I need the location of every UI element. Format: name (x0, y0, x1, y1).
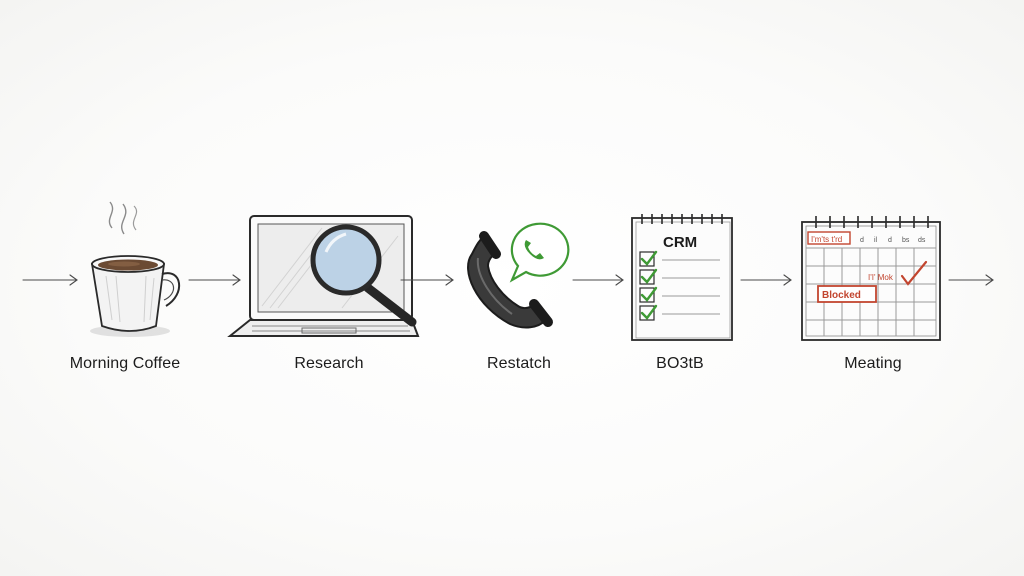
calendar-blocked-tag: Blocked (822, 290, 861, 301)
step-label-bo3tb: BO3tB (656, 355, 704, 372)
step-research (222, 196, 424, 386)
crm-notepad-title: CRM (663, 234, 697, 251)
crm-checklist-icon: CRM (631, 214, 733, 341)
flow-arrow-2 (400, 274, 454, 286)
svg-text:d: d (888, 237, 892, 244)
svg-text:il: il (874, 237, 878, 244)
phone-chat-icon (467, 222, 570, 329)
laptop-magnifier-icon (227, 215, 420, 337)
flow-arrow-5 (948, 274, 994, 286)
calendar-note-top: I'm'ts t'rd (811, 235, 842, 244)
step-label-meating: Meating (844, 355, 902, 372)
calendar-icon: I'm'ts t'rd d il d bs ds Blocked I'I' Mok (801, 216, 941, 341)
flow-arrow-3 (572, 274, 624, 286)
step-morning-coffee (82, 196, 188, 386)
step-restatch (462, 196, 572, 386)
flow-arrow-4 (740, 274, 792, 286)
calendar-note-mid: I'I' Mok (868, 273, 894, 282)
step-label-research: Research (294, 355, 364, 372)
step-crm: CRM (628, 196, 736, 386)
flow-arrow-0 (22, 274, 78, 286)
step-label-restatch: Restatch (487, 355, 551, 372)
flow-arrow-1 (188, 274, 241, 286)
svg-text:bs: bs (902, 237, 910, 244)
step-meeting: I'm'ts t'rd d il d bs ds Blocked I'I' Mok (798, 196, 946, 386)
coffee-cup-icon (90, 201, 181, 337)
svg-text:ds: ds (918, 237, 926, 244)
svg-text:d: d (860, 237, 864, 244)
step-label-morning-coffee: Morning Coffee (69, 355, 181, 372)
